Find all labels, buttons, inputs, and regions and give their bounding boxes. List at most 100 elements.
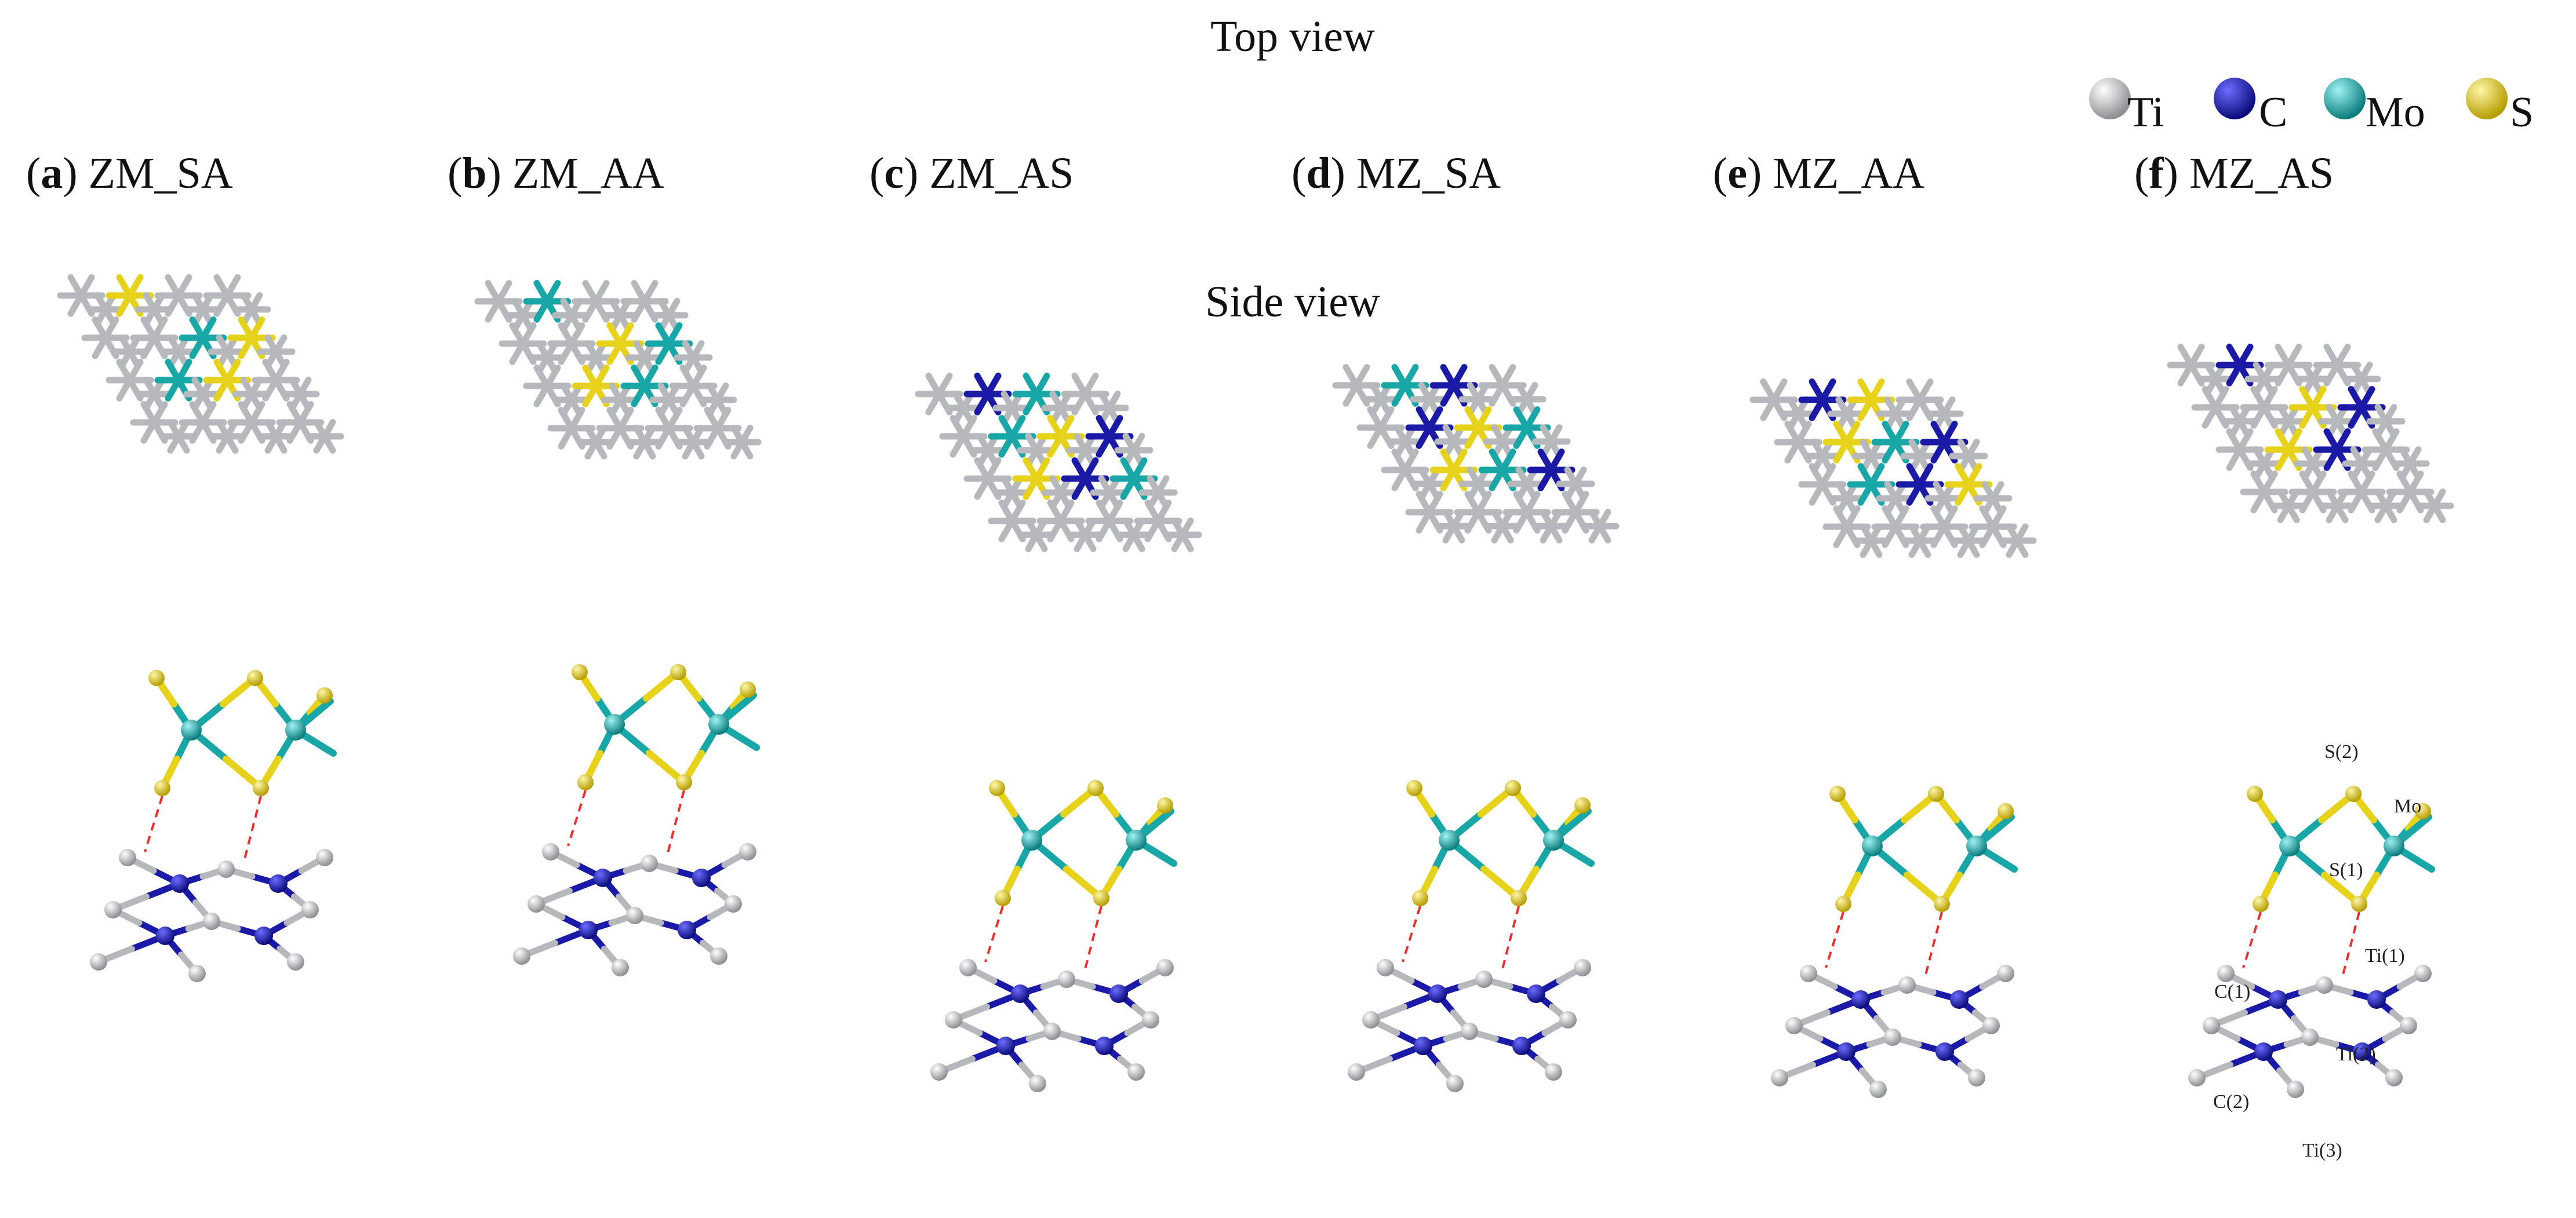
ti-atom xyxy=(1559,1011,1577,1029)
bond xyxy=(1523,491,1541,516)
bond xyxy=(199,401,217,426)
bond xyxy=(617,322,634,347)
bond xyxy=(1106,499,1123,524)
mo-atom xyxy=(181,720,202,741)
s-atom xyxy=(1934,896,1950,912)
panel-name: ZM_SA xyxy=(88,149,233,198)
bond xyxy=(960,415,977,440)
mo-atom xyxy=(1966,836,1987,856)
bond xyxy=(2285,344,2302,369)
bond xyxy=(1130,433,1145,454)
bond xyxy=(544,280,561,305)
interlayer-dash xyxy=(1825,911,1844,968)
side-view-title: Side view xyxy=(1205,278,1380,326)
panel-name: MZ_AA xyxy=(1773,149,1925,198)
legend-label-s: S xyxy=(2510,89,2534,136)
s-atom xyxy=(1505,780,1521,796)
ti-atom xyxy=(1884,1029,1901,1046)
ti-atom xyxy=(1446,1075,1464,1092)
bond xyxy=(1843,421,1861,446)
bond xyxy=(714,407,732,432)
ti-atom xyxy=(626,907,643,924)
legend-label-c: C xyxy=(2259,89,2288,136)
panel-letter: b xyxy=(462,149,487,198)
mo-atom-icon xyxy=(2324,78,2366,119)
mo-atom xyxy=(2384,836,2404,856)
ti-atom xyxy=(710,947,727,965)
s-atom xyxy=(2247,786,2263,802)
ti-atom xyxy=(104,901,122,918)
ti-atom xyxy=(217,860,235,878)
ti-atom xyxy=(1574,959,1591,976)
interlayer-dash xyxy=(665,790,685,858)
s-atom xyxy=(2351,896,2367,912)
bond xyxy=(272,359,290,384)
panel-letter: d xyxy=(1306,149,1331,198)
bond xyxy=(1548,424,1563,445)
ti-atom xyxy=(1800,965,1817,982)
bond xyxy=(1941,421,1958,446)
bond xyxy=(1106,391,1121,411)
interlayer-dash xyxy=(2242,911,2262,968)
ti-atom xyxy=(513,947,530,965)
bond xyxy=(714,382,729,403)
bond xyxy=(2261,471,2278,495)
bond xyxy=(568,322,585,347)
ti-atom xyxy=(1545,1063,1562,1081)
bond xyxy=(1377,406,1395,431)
bond xyxy=(2382,404,2397,425)
panel-label-f: (f) MZ_AS xyxy=(2134,149,2334,198)
bond xyxy=(1770,378,1788,403)
panel-label-a: (a) ZM_SA xyxy=(26,149,233,198)
bond xyxy=(2334,344,2351,369)
bond xyxy=(519,322,537,347)
c-atom xyxy=(1935,1042,1954,1061)
interlayer-dash xyxy=(984,906,1004,962)
ti-atom xyxy=(641,855,658,872)
ti-atom xyxy=(2217,965,2235,982)
ti-atom xyxy=(2385,1069,2403,1086)
panel-letter: a xyxy=(41,149,63,198)
bond xyxy=(151,401,168,426)
bond xyxy=(1402,448,1419,473)
panel-letter: c xyxy=(884,149,904,198)
bond xyxy=(1868,463,1885,488)
s-atom xyxy=(2253,896,2269,912)
bond xyxy=(1499,364,1516,389)
bond xyxy=(224,359,241,384)
bond xyxy=(936,373,953,398)
bond xyxy=(2309,386,2327,411)
mo-atom xyxy=(708,714,729,735)
bond xyxy=(1426,406,1443,431)
bond xyxy=(617,407,634,432)
bond xyxy=(1523,382,1538,403)
bond xyxy=(78,274,95,299)
bond xyxy=(2382,428,2400,453)
ti-atom xyxy=(959,959,977,976)
ti-atom xyxy=(945,1011,962,1029)
ti-atom xyxy=(1771,1069,1788,1086)
s-atom xyxy=(989,780,1005,796)
atom-label-s1: S(1) xyxy=(2329,859,2363,881)
panel-name: MZ_AS xyxy=(2189,149,2334,198)
ti-atom xyxy=(1362,1011,1380,1029)
c-atom xyxy=(1011,984,1029,1003)
bond xyxy=(1965,463,1982,488)
bond xyxy=(1402,364,1419,389)
ti-atom xyxy=(1869,1081,1887,1098)
bond xyxy=(248,292,263,313)
top-view-title: Top view xyxy=(1210,12,1375,61)
atom-label-ti2: Ti(2) xyxy=(2336,1044,2376,1065)
bond xyxy=(1572,491,1589,516)
bond xyxy=(1130,457,1148,482)
bond xyxy=(1989,505,2007,530)
s-atom xyxy=(577,774,594,790)
bond xyxy=(2261,386,2278,411)
bond xyxy=(1795,421,1812,446)
s-atom xyxy=(1087,780,1104,796)
bond xyxy=(126,359,144,384)
atom-label-c2: C(2) xyxy=(2213,1091,2249,1113)
bond xyxy=(1155,499,1172,524)
mo-atom xyxy=(1543,830,1564,851)
